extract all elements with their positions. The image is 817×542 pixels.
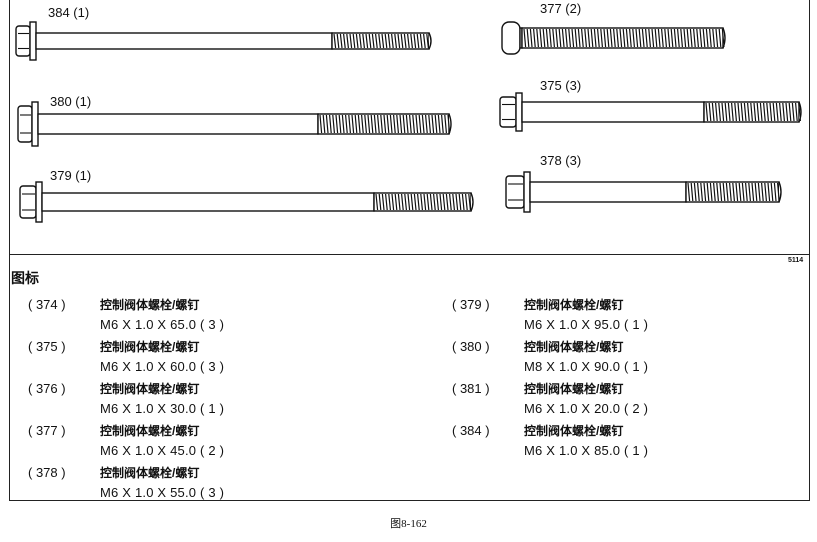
- legend-number: ( 377 ): [28, 423, 66, 438]
- legend-part-name: 控制阀体螺栓/螺钉: [100, 340, 200, 354]
- legend-number: ( 381 ): [452, 381, 490, 396]
- bolt-label-379: 379 (1): [50, 168, 92, 183]
- legend-spec: M6 X 1.0 X 30.0 ( 1 ): [100, 401, 225, 416]
- diagram-frame: [9, 0, 810, 501]
- legend-number: ( 376 ): [28, 381, 66, 396]
- legend-spec: M6 X 1.0 X 65.0 ( 3 ): [100, 317, 225, 332]
- bolt-label-380: 380 (1): [50, 94, 92, 109]
- legend-spec: M6 X 1.0 X 45.0 ( 2 ): [100, 443, 225, 458]
- legend-part-name: 控制阀体螺栓/螺钉: [100, 424, 200, 438]
- legend-spec: M6 X 1.0 X 95.0 ( 1 ): [524, 317, 649, 332]
- legend-part-name: 控制阀体螺栓/螺钉: [524, 298, 624, 312]
- legend-part-name: 控制阀体螺栓/螺钉: [100, 298, 200, 312]
- figure-code: 5114: [788, 257, 804, 264]
- diagram-divider: [9, 254, 809, 255]
- bolt-380: [17, 101, 452, 147]
- figure-caption: 图8-162: [390, 518, 427, 530]
- bolt-377: [501, 21, 726, 55]
- legend-spec: M6 X 1.0 X 55.0 ( 3 ): [100, 485, 225, 500]
- legend-title: 图标: [11, 270, 39, 286]
- legend-number: ( 380 ): [452, 339, 490, 354]
- bolt-378: [505, 171, 782, 213]
- bolt-375: [499, 92, 802, 132]
- legend-spec: M6 X 1.0 X 85.0 ( 1 ): [524, 443, 649, 458]
- bolt-diagram: [15, 21, 802, 223]
- bolt-379: [19, 181, 474, 223]
- bolt-label-375: 375 (3): [540, 78, 582, 93]
- legend-spec: M6 X 1.0 X 20.0 ( 2 ): [524, 401, 649, 416]
- legend-number: ( 384 ): [452, 423, 490, 438]
- legend-part-name: 控制阀体螺栓/螺钉: [100, 466, 200, 480]
- bolt-384: [15, 21, 432, 61]
- legend-part-name: 控制阀体螺栓/螺钉: [524, 424, 624, 438]
- legend-number: ( 374 ): [28, 297, 66, 312]
- bolt-label-377: 377 (2): [540, 1, 582, 16]
- legend-part-name: 控制阀体螺栓/螺钉: [100, 382, 200, 396]
- legend-part-name: 控制阀体螺栓/螺钉: [524, 340, 624, 354]
- legend-number: ( 378 ): [28, 465, 66, 480]
- legend-part-name: 控制阀体螺栓/螺钉: [524, 382, 624, 396]
- legend-spec: M8 X 1.0 X 90.0 ( 1 ): [524, 359, 649, 374]
- bolt-label-378: 378 (3): [540, 153, 582, 168]
- bolt-label-384: 384 (1): [48, 5, 90, 20]
- legend-spec: M6 X 1.0 X 60.0 ( 3 ): [100, 359, 225, 374]
- legend-number: ( 375 ): [28, 339, 66, 354]
- legend-number: ( 379 ): [452, 297, 490, 312]
